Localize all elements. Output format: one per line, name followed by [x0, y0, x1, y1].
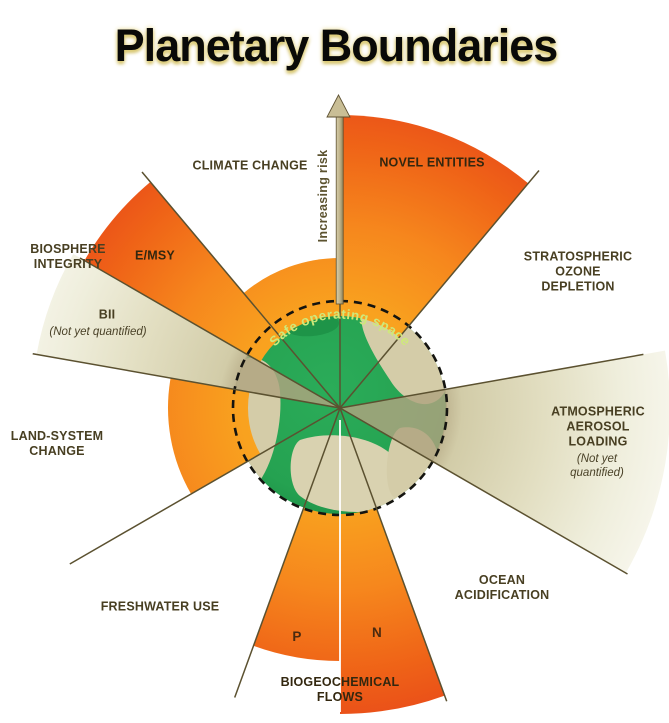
label-atmospheric-aerosol: ATMOSPHERIC AEROSOL LOADING: [551, 404, 645, 449]
label-freshwater-use: FRESHWATER USE: [100, 599, 220, 614]
divider-300: [79, 257, 341, 409]
page-title: Planetary Boundaries: [114, 20, 559, 71]
increasing-risk-label: Increasing risk: [316, 149, 330, 243]
label-biosphere-integrity: BIOSPHERE INTEGRITY: [30, 242, 106, 271]
label-nitrogen: N: [372, 624, 382, 640]
divider-240: [69, 407, 341, 565]
label-land-system-change: LAND-SYSTEM CHANGE: [10, 429, 104, 458]
continent-south: [290, 435, 406, 512]
label-ocean-acidification: OCEAN ACIDIFICATION: [454, 573, 550, 602]
divider-200: [233, 407, 341, 698]
label-aerosol-note: (Not yet quantified): [570, 453, 624, 479]
sector-divider-lines: [32, 170, 644, 702]
label-bii-note: (Not yet quantified): [49, 326, 147, 339]
globe-rim-emsy: [246, 325, 281, 362]
divider-80: [339, 353, 644, 409]
label-novel-entities: NOVEL ENTITIES: [379, 155, 485, 170]
divider-320: [141, 171, 341, 409]
label-phosphorus: P: [292, 628, 302, 644]
divider-160: [339, 407, 448, 702]
arrow-head: [326, 94, 351, 118]
globe-rim-climate: [270, 300, 340, 338]
divider-120: [339, 407, 628, 575]
increasing-risk-arrow: [326, 94, 351, 305]
label-emsy: E/MSY: [135, 248, 175, 263]
label-biogeochemical-flows: BIOGEOCHEMICAL FLOWS: [280, 675, 400, 704]
divider-280: [32, 352, 341, 409]
globe-overlay-aerosol: [340, 389, 448, 462]
arrow-shaft: [335, 113, 344, 305]
divider-40: [339, 170, 540, 409]
label-bii: BII: [98, 307, 116, 322]
label-climate-change: CLIMATE CHANGE: [192, 158, 308, 173]
boundary-dashed-circle: [231, 299, 449, 517]
globe-overlay-bii: [234, 354, 340, 408]
globe-rim-novel: [340, 300, 410, 338]
label-stratospheric-ozone: STRATOSPHERIC OZONE DEPLETION: [523, 249, 633, 294]
